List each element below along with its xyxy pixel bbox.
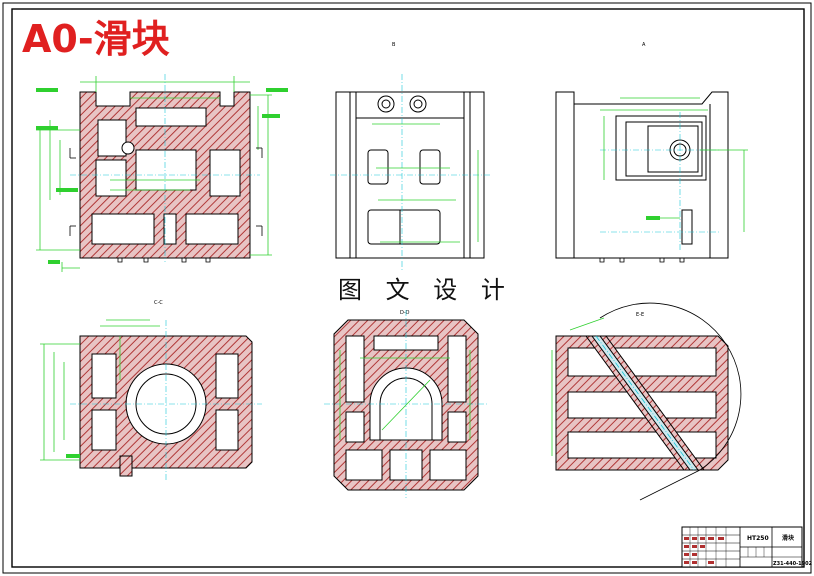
section-c-view: C-C [40,300,262,480]
drawing-title: A0-滑块 [22,17,170,61]
sheet-frame-inner [11,8,805,568]
view-label-ee: E-E [636,312,644,318]
drawing-number-text: Z31-440-1902 [773,561,813,567]
side-view: B [330,42,490,270]
view-label-cc: C-C [154,300,163,306]
section-e-view: E-E [551,302,742,501]
view-label-b: B [392,42,396,48]
view-label-a: A [642,42,646,48]
material-text: HT250 [747,535,769,542]
part-name-text: 滑块 [782,534,795,542]
section-d-view: D-D [324,310,488,498]
watermark-text: 图 文 设 计 [338,276,513,304]
view-label-dd: D-D [400,310,410,316]
title-block: HT250 滑块 Z31-440-1902 [681,526,813,568]
front-section-view [36,74,288,272]
top-view: A [555,42,748,263]
